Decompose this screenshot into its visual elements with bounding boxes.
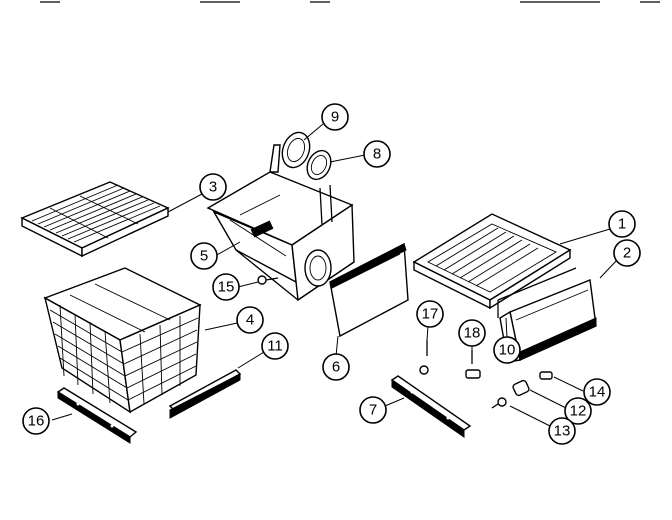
callout-10: 10: [493, 336, 521, 364]
slide-rail-11: [168, 369, 242, 419]
callout-18: 18: [458, 319, 486, 347]
round-cover-9: [281, 131, 311, 169]
wire-basket: [43, 267, 202, 414]
callout-4: 4: [236, 306, 264, 334]
shelf-right: [412, 213, 572, 310]
svg-text:18: 18: [464, 325, 481, 342]
screw-15: [257, 275, 279, 285]
callout-2: 2: [613, 239, 641, 267]
callout-15: 15: [212, 273, 240, 301]
callout-9: 9: [321, 103, 349, 131]
wire-shelf-left: [20, 181, 170, 258]
callout-3: 3: [199, 173, 227, 201]
fastener-13: [491, 397, 507, 409]
callout-8: 8: [363, 140, 391, 168]
callout-12: 12: [564, 397, 592, 425]
bolt-18: [465, 350, 481, 379]
svg-text:5: 5: [200, 248, 208, 265]
svg-text:14: 14: [589, 384, 606, 401]
callout-1: 1: [608, 210, 636, 238]
svg-text:6: 6: [332, 359, 340, 376]
slide-rail-16: [56, 387, 138, 444]
svg-text:17: 17: [422, 306, 439, 323]
round-damper-8: [306, 149, 332, 181]
callout-16: 16: [22, 407, 50, 435]
callout-14: 14: [583, 378, 611, 406]
svg-text:11: 11: [267, 338, 283, 355]
svg-text:3: 3: [209, 179, 217, 196]
svg-text:7: 7: [369, 402, 377, 419]
callout-6: 6: [322, 353, 350, 381]
callout-7: 7: [359, 396, 387, 424]
svg-text:1: 1: [618, 216, 626, 233]
svg-text:12: 12: [570, 403, 587, 420]
fastener-12: [512, 379, 530, 397]
svg-text:8: 8: [373, 146, 381, 163]
svg-text:9: 9: [331, 109, 339, 126]
crisper-housing: [206, 144, 355, 302]
svg-text:15: 15: [218, 279, 235, 296]
leader-lines: [51, 123, 618, 427]
svg-text:13: 13: [554, 423, 571, 440]
callout-5: 5: [190, 242, 218, 270]
svg-text:4: 4: [246, 312, 254, 329]
callout-13: 13: [548, 417, 576, 445]
svg-text:16: 16: [28, 413, 45, 430]
callout-11: 11: [261, 332, 289, 360]
screw-17: [419, 340, 429, 375]
svg-text:2: 2: [623, 245, 631, 262]
slide-rail-7: [390, 375, 472, 438]
callout-17: 17: [416, 300, 444, 328]
cover-panel: [329, 242, 409, 338]
fastener-14: [539, 371, 553, 380]
svg-text:10: 10: [499, 342, 516, 359]
